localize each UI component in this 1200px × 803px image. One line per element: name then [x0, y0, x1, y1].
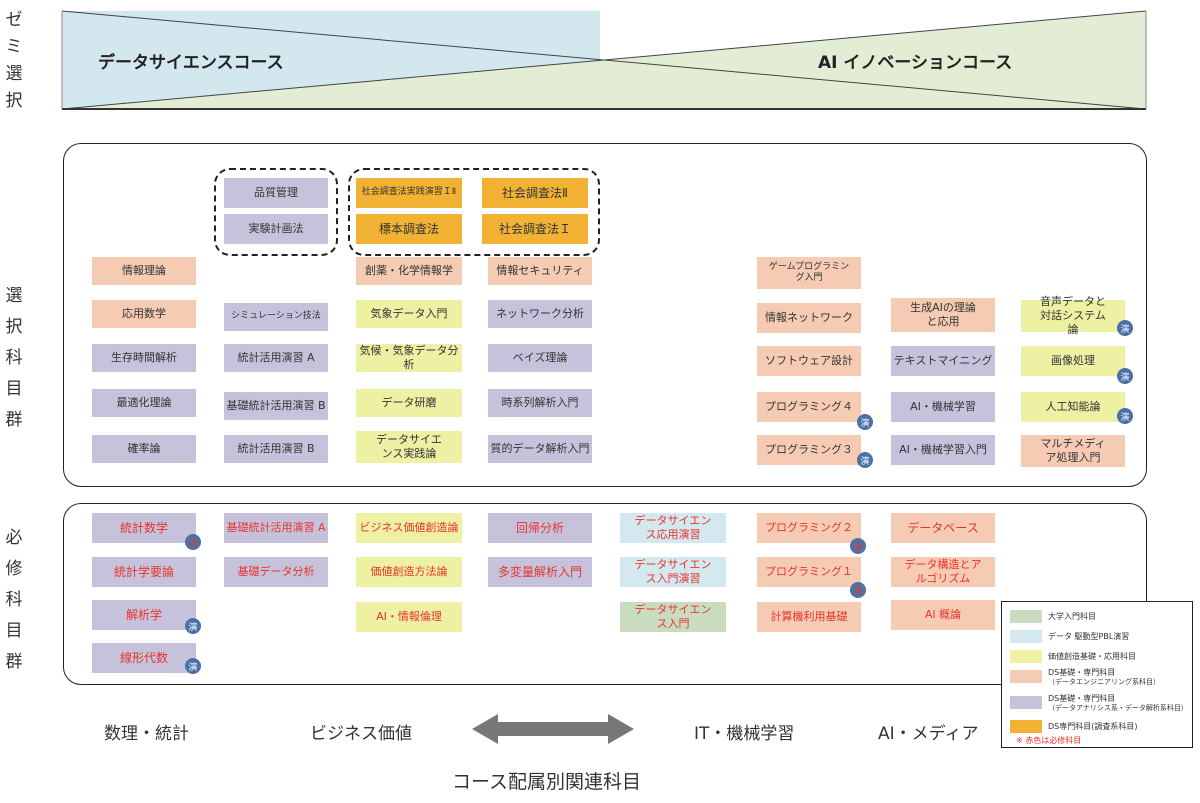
legend-swatch — [1010, 696, 1042, 710]
course-box[interactable]: プログラミング３ — [757, 435, 861, 465]
course-box[interactable]: データ構造とアルゴリズム — [891, 557, 995, 587]
course-box[interactable]: 質的データ解析入門 — [488, 435, 592, 463]
course-box[interactable]: 情報セキュリティ — [488, 257, 592, 285]
legend-swatch — [1010, 720, 1042, 733]
course-box[interactable]: 画像処理 — [1021, 346, 1125, 376]
course-box[interactable]: ベイズ理論 — [488, 344, 592, 372]
legend-item: 大学入門科目 — [1010, 610, 1096, 623]
course-box[interactable]: 回帰分析 — [488, 513, 592, 543]
course-box[interactable]: 人工知能論 — [1021, 392, 1125, 422]
exercise-badge-icon: 演 — [850, 538, 866, 554]
category-it-ml: IT・機械学習 — [694, 724, 795, 744]
course-box[interactable]: 基礎統計活用演習 B — [224, 392, 328, 420]
exercise-badge-icon: 演 — [1117, 408, 1133, 424]
course-box[interactable]: ビジネス価値創造論 — [356, 513, 462, 543]
course-box[interactable]: 計算機利用基礎 — [757, 602, 861, 632]
course-box[interactable]: テキストマイニング — [891, 346, 995, 376]
course-box[interactable]: データベース — [891, 513, 995, 543]
category-ai-media: AI・メディア — [878, 724, 979, 744]
course-box[interactable]: 標本調査法 — [356, 214, 462, 244]
course-box[interactable]: 生存時間解析 — [92, 344, 196, 372]
course-box[interactable]: 気象データ入門 — [356, 300, 462, 328]
course-box[interactable]: 統計活用演習 B — [224, 435, 328, 463]
quality-seminar-group — [214, 168, 338, 256]
course-box[interactable]: 品質管理 — [224, 178, 328, 208]
legend-swatch — [1010, 630, 1042, 643]
course-box[interactable]: プログラミング４ — [757, 392, 861, 422]
course-box[interactable]: シミュレーション技法 — [224, 303, 328, 331]
course-box[interactable]: 統計数学 — [92, 513, 196, 543]
course-box[interactable]: 時系列解析入門 — [488, 389, 592, 417]
course-box[interactable]: データ研磨 — [356, 389, 462, 417]
legend-item: 価値創造基礎・応用科目 — [1010, 650, 1136, 663]
elective-group-label: 選 択 科 目 群 — [5, 286, 23, 430]
course-box[interactable]: 統計活用演習 A — [224, 344, 328, 372]
course-box[interactable]: ネットワーク分析 — [488, 300, 592, 328]
course-box[interactable]: 応用数学 — [92, 300, 196, 328]
course-box[interactable]: 情報ネットワーク — [757, 303, 861, 333]
course-box[interactable]: ゲームプログラミング入門 — [757, 257, 861, 289]
exercise-badge-icon: 演 — [185, 534, 201, 550]
legend: 大学入門科目 データ 駆動型PBL演習 価値創造基礎・応用科目 DS基礎・専門科… — [1001, 601, 1193, 748]
exercise-badge-icon: 演 — [857, 414, 873, 430]
ds-course-title: データサイエンスコース — [98, 53, 284, 73]
course-box[interactable]: 実験計画法 — [224, 214, 328, 244]
exercise-badge-icon: 演 — [1117, 320, 1133, 336]
exercise-badge-icon: 演 — [185, 658, 201, 674]
legend-swatch — [1010, 670, 1042, 684]
course-box[interactable]: データサイエンス応用演習 — [620, 513, 726, 543]
course-box[interactable]: プログラミング１ — [757, 557, 861, 587]
course-box[interactable]: 社会調査法Ⅱ — [482, 178, 588, 208]
course-box[interactable]: 多変量解析入門 — [488, 557, 592, 587]
course-box[interactable]: データサイエンス入門 — [620, 602, 726, 632]
course-box[interactable]: 確率論 — [92, 435, 196, 463]
course-box[interactable]: AI・情報倫理 — [356, 602, 462, 632]
exercise-badge-icon: 演 — [1117, 368, 1133, 384]
course-box[interactable]: 最適化理論 — [92, 389, 196, 417]
course-box[interactable]: 情報理論 — [92, 257, 196, 285]
legend-note: ※ 赤色は必修科目 — [1016, 736, 1082, 745]
course-box[interactable]: プログラミング２ — [757, 513, 861, 543]
course-box[interactable]: AI・機械学習 — [891, 392, 995, 422]
course-box[interactable]: マルチメディア処理入門 — [1021, 435, 1125, 467]
course-box[interactable]: 基礎統計活用演習 A — [224, 513, 328, 543]
ai-course-title: AI イノベーションコース — [818, 53, 1013, 73]
exercise-badge-icon: 演 — [857, 452, 873, 468]
legend-item: データ 駆動型PBL演習 — [1010, 630, 1129, 643]
course-box[interactable]: 生成AIの理論と応用 — [891, 298, 995, 332]
legend-swatch — [1010, 650, 1042, 663]
double-arrow-icon — [472, 714, 634, 744]
course-box[interactable]: 線形代数 — [92, 643, 196, 673]
course-box[interactable]: 社会調査法実践演習ＩⅡ — [356, 178, 462, 208]
ds-course-overlay — [62, 11, 600, 109]
seminar-selection-label: ゼ ミ 選 択 — [5, 10, 23, 111]
course-banner — [61, 10, 1147, 110]
legend-swatch — [1010, 610, 1042, 623]
course-box[interactable]: 音声データと対話システム論 — [1021, 295, 1125, 336]
course-box[interactable]: 創薬・化学情報学 — [356, 257, 462, 285]
course-box[interactable]: 気候・気象データ分析 — [356, 344, 462, 372]
course-box[interactable]: AI・機械学習入門 — [891, 435, 995, 465]
legend-item: DS専門科目(調査系科目) — [1010, 720, 1137, 733]
course-box[interactable]: ソフトウェア設計 — [757, 346, 861, 376]
course-box[interactable]: 解析学 — [92, 600, 196, 630]
required-group-label: 必 修 科 目 群 — [5, 528, 23, 672]
category-math-stats: 数理・統計 — [104, 724, 189, 744]
survey-seminar-group — [348, 168, 600, 256]
course-box[interactable]: データサイエンス実践論 — [356, 431, 462, 463]
category-business-value: ビジネス価値 — [310, 724, 412, 744]
footer-title: コース配属別関連科目 — [452, 771, 642, 793]
course-box[interactable]: AI 概論 — [891, 600, 995, 630]
course-box[interactable]: 統計学要論 — [92, 557, 196, 587]
course-box[interactable]: 基礎データ分析 — [224, 557, 328, 587]
course-box[interactable]: データサイエンス入門演習 — [620, 557, 726, 587]
course-box[interactable]: 価値創造方法論 — [356, 557, 462, 587]
exercise-badge-icon: 演 — [850, 582, 866, 598]
exercise-badge-icon: 演 — [185, 618, 201, 634]
course-box[interactable]: 社会調査法Ｉ — [482, 214, 588, 244]
legend-item: DS基礎・専門科目 （データエンジニアリング系科目） — [1010, 668, 1160, 686]
legend-item: DS基礎・専門科目 （データアナリシス系・データ解析系科目） — [1010, 694, 1188, 712]
